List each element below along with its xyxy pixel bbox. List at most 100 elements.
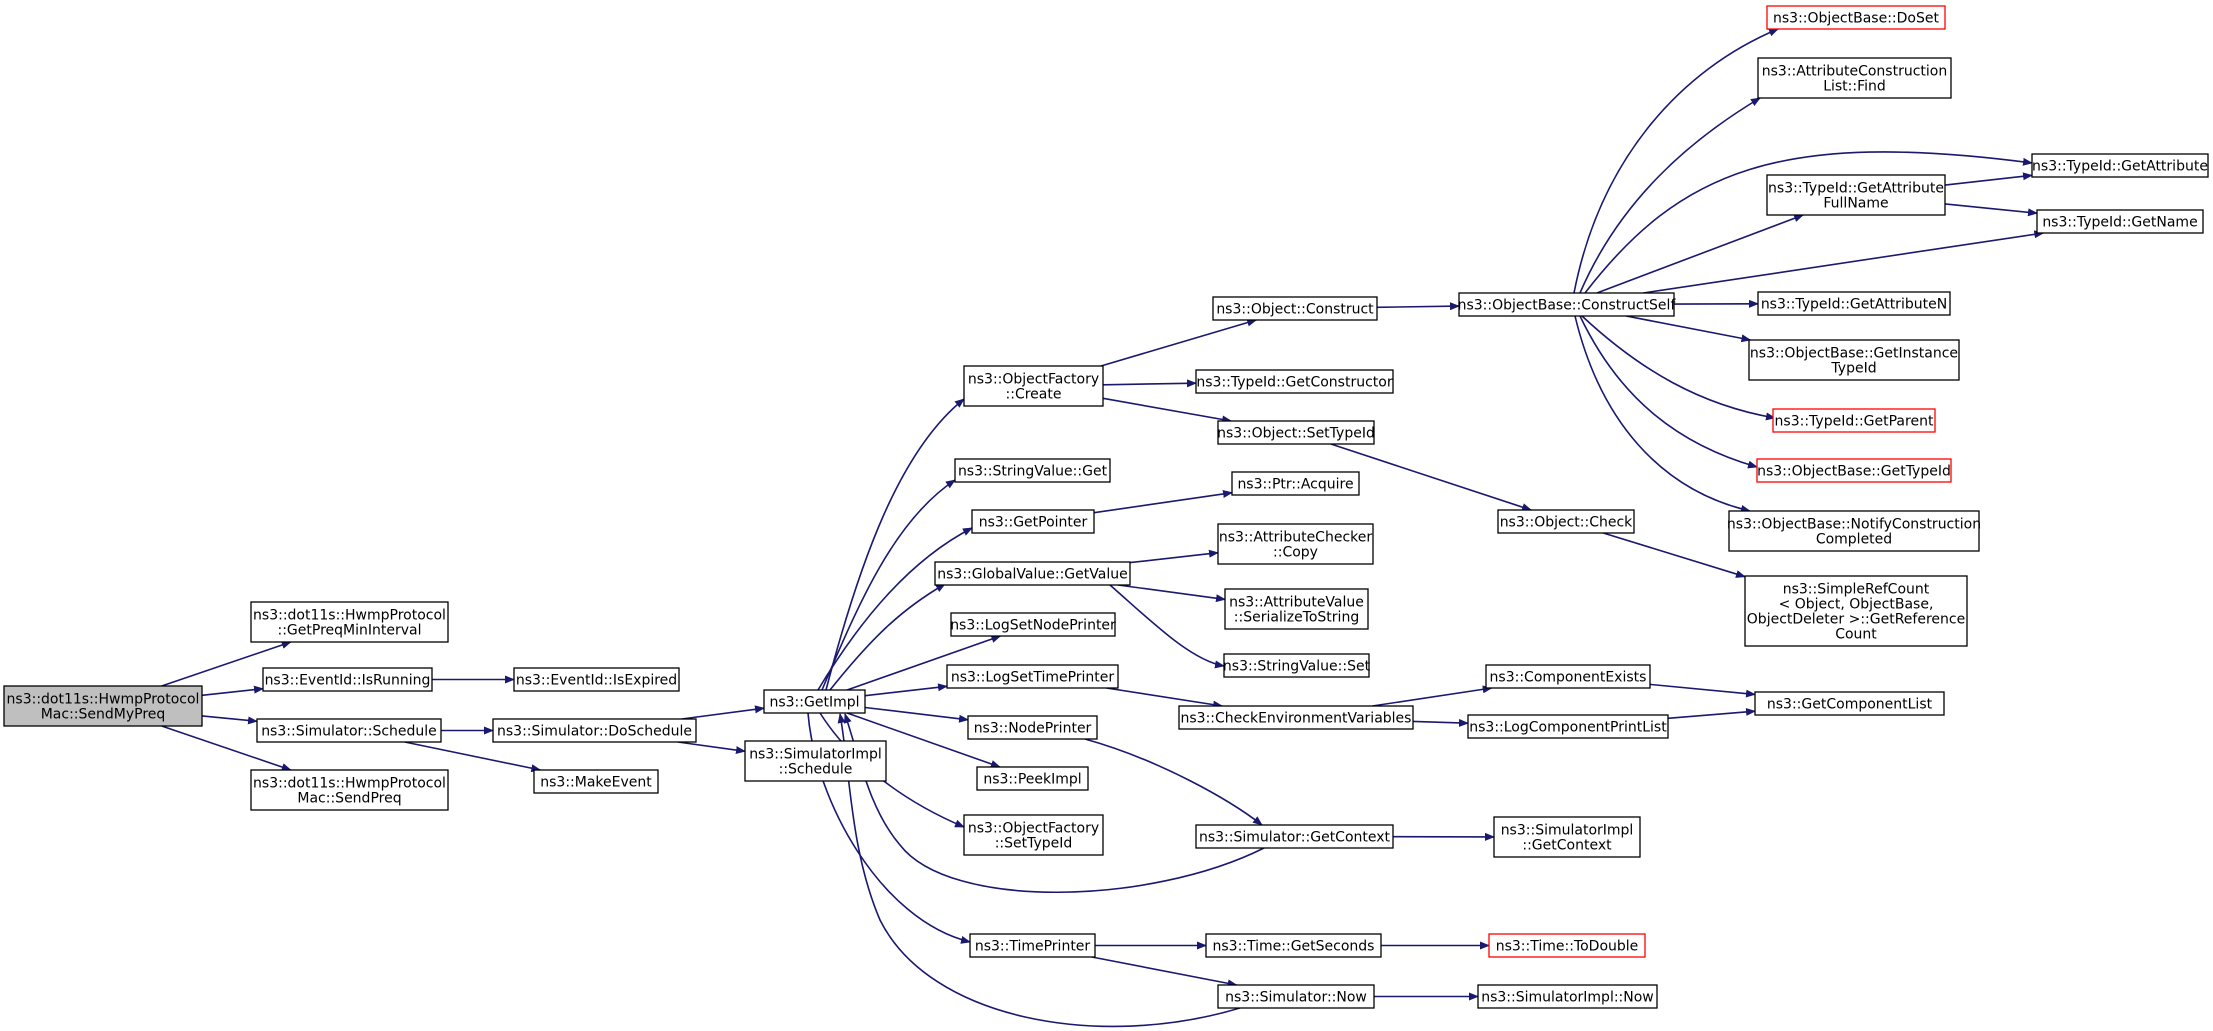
node-time-todouble[interactable]: ns3::Time::ToDouble — [1488, 933, 1646, 958]
node-label: ns3::AttributeConstruction — [1762, 64, 1947, 80]
node-attributevalue-serialize[interactable]: ns3::AttributeValue::SerializeToString — [1224, 588, 1369, 630]
node-label: ::GetContext — [1522, 838, 1612, 854]
node-simulator-now[interactable]: ns3::Simulator::Now — [1217, 984, 1375, 1009]
node-typeid-getname[interactable]: ns3::TypeId::GetName — [2036, 209, 2204, 234]
node-box — [1772, 408, 1936, 433]
node-typeid-getattributen[interactable]: ns3::TypeId::GetAttributeN — [1757, 291, 1951, 316]
node-object-settypeid[interactable]: ns3::Object::SetTypeId — [1217, 420, 1375, 445]
node-label: ns3::SimulatorImpl — [1501, 823, 1634, 839]
node-simplerefcount-getreferencecount[interactable]: ns3::SimpleRefCount< Object, ObjectBase,… — [1744, 575, 1968, 647]
node-time-getseconds[interactable]: ns3::Time::GetSeconds — [1205, 933, 1382, 958]
node-label: ns3::AttributeValue — [1229, 595, 1364, 611]
node-ptr-acquire[interactable]: ns3::Ptr::Acquire — [1231, 471, 1360, 496]
node-simulatorimpl-now[interactable]: ns3::SimulatorImpl::Now — [1477, 984, 1658, 1009]
node-label: ns3::ObjectBase::ConstructSelf — [1458, 298, 1677, 314]
node-logsettimeprinter[interactable]: ns3::LogSetTimePrinter — [946, 664, 1119, 689]
node-stringvalue-get[interactable]: ns3::StringValue::Get — [954, 458, 1111, 483]
edge-objectbase_constructself-to-objectbase_gettypeid — [1579, 315, 1758, 469]
node-box — [1493, 816, 1641, 858]
node-simulatorimpl-getcontext[interactable]: ns3::SimulatorImpl::GetContext — [1493, 816, 1641, 858]
node-label: ns3::TypeId::GetName — [2042, 215, 2197, 231]
node-objectbase-gettypeid[interactable]: ns3::ObjectBase::GetTypeId — [1756, 458, 1952, 483]
node-box — [250, 601, 449, 643]
node-label: ns3::Simulator::GetContext — [1199, 830, 1391, 846]
node-objectfactory-create[interactable]: ns3::ObjectFactory::Create — [963, 365, 1104, 407]
node-makeevent[interactable]: ns3::MakeEvent — [533, 769, 659, 794]
node-simulator-schedule[interactable]: ns3::Simulator::Schedule — [256, 718, 442, 743]
node-globalvalue-getvalue[interactable]: ns3::GlobalValue::GetValue — [934, 561, 1131, 586]
node-box — [1754, 691, 1945, 716]
edge-typeid_getattributefullname-to-typeid_getattribute — [1944, 172, 2033, 186]
node-typeid-getconstructor[interactable]: ns3::TypeId::GetConstructor — [1195, 369, 1394, 394]
node-timeprinter[interactable]: ns3::TimePrinter — [969, 933, 1096, 958]
node-logsetnodeprinter[interactable]: ns3::LogSetNodePrinter — [950, 612, 1116, 637]
node-label: ns3::GetImpl — [769, 695, 859, 711]
node-box — [1488, 933, 1646, 958]
node-getcomponentlist[interactable]: ns3::GetComponentList — [1754, 691, 1945, 716]
edge-timeprinter-to-simulator_now — [1091, 956, 1238, 988]
node-simulator-doschedule[interactable]: ns3::Simulator::DoSchedule — [492, 718, 697, 743]
node-nodeprinter[interactable]: ns3::NodePrinter — [967, 715, 1098, 740]
node-box — [1224, 588, 1369, 630]
edge-object_check-to-simplerefcount_getreferencecount — [1603, 532, 1746, 578]
edge-typeid_getattributefullname-to-typeid_getname — [1944, 203, 2038, 217]
node-objectfactory-settypeid[interactable]: ns3::ObjectFactory::SetTypeId — [963, 814, 1104, 856]
node-object-check[interactable]: ns3::Object::Check — [1497, 509, 1635, 534]
node-peekimpl[interactable]: ns3::PeekImpl — [976, 766, 1089, 791]
node-box — [262, 667, 433, 692]
node-logcomponentprintlist[interactable]: ns3::LogComponentPrintList — [1467, 714, 1669, 739]
node-objectbase-notifyconstructioncompleted[interactable]: ns3::ObjectBase::NotifyConstructionCompl… — [1727, 510, 1981, 552]
node-object-construct[interactable]: ns3::Object::Construct — [1212, 296, 1378, 321]
edge-sendmypreq-to-simulator_schedule — [201, 715, 258, 725]
node-checkenvvars[interactable]: ns3::CheckEnvironmentVariables — [1178, 705, 1414, 730]
node-box — [963, 814, 1104, 856]
node-stringvalue-set[interactable]: ns3::StringValue::Set — [1223, 653, 1371, 678]
node-objectbase-doset[interactable]: ns3::ObjectBase::DoSet — [1766, 5, 1946, 30]
edge-simulator_schedule-to-makeevent — [404, 741, 542, 773]
node-label: ns3::ObjectBase::GetInstance — [1750, 346, 1958, 362]
node-box — [3, 685, 203, 727]
node-getimpl[interactable]: ns3::GetImpl — [763, 689, 866, 714]
node-label: ns3::dot11s::HwmpProtocol — [253, 776, 446, 792]
node-simulatorimpl-schedule[interactable]: ns3::SimulatorImpl::Schedule — [744, 740, 887, 782]
edge-objectbase_constructself-to-objectbase_getinstancetypeid — [1625, 315, 1752, 343]
edge-object_construct-to-objectbase_constructself — [1376, 302, 1460, 311]
node-label: ns3::Time::ToDouble — [1496, 939, 1639, 955]
edge-globalvalue_getvalue-to-stringvalue_set — [1109, 584, 1225, 669]
edge-objectfactory_create-to-object_settypeid — [1102, 397, 1233, 424]
node-typeid-getattribute[interactable]: ns3::TypeId::GetAttribute — [2031, 153, 2209, 178]
node-simulator-getcontext[interactable]: ns3::Simulator::GetContext — [1195, 824, 1394, 849]
node-label: List::Find — [1823, 79, 1886, 95]
node-box — [1477, 984, 1658, 1009]
node-box — [1744, 575, 1968, 647]
node-box — [513, 667, 680, 692]
node-label: ns3::LogSetTimePrinter — [951, 670, 1115, 686]
edge-logcomponentprintlist-to-getcomponentlist — [1667, 707, 1756, 720]
edge-globalvalue_getvalue-to-attributevalue_serialize — [1117, 584, 1226, 603]
edge-objectfactory_create-to-typeid_getconstructor — [1102, 379, 1197, 388]
node-eventid-isrunning[interactable]: ns3::EventId::IsRunning — [262, 667, 433, 692]
node-getpointer[interactable]: ns3::GetPointer — [971, 509, 1095, 534]
node-label: ns3::StringValue::Set — [1223, 659, 1371, 675]
node-getpreqmininterval[interactable]: ns3::dot11s::HwmpProtocol::GetPreqMinInt… — [250, 601, 449, 643]
node-label: ::SetTypeId — [995, 836, 1073, 852]
node-componentexists[interactable]: ns3::ComponentExists — [1485, 664, 1651, 689]
node-objectbase-constructself[interactable]: ns3::ObjectBase::ConstructSelf — [1458, 292, 1677, 317]
node-typeid-getparent[interactable]: ns3::TypeId::GetParent — [1772, 408, 1936, 433]
node-label: ns3::TimePrinter — [975, 939, 1091, 955]
node-label: ns3::PeekImpl — [983, 772, 1081, 788]
node-box — [934, 561, 1131, 586]
edge-getimpl-to-globalvalue_getvalue — [829, 583, 946, 691]
node-label: ns3::CheckEnvironmentVariables — [1181, 711, 1412, 727]
node-attributechecker-copy[interactable]: ns3::AttributeChecker::Copy — [1217, 523, 1374, 565]
edge-logsettimeprinter-to-checkenvvars — [1106, 687, 1224, 709]
node-label: ns3::ObjectFactory — [968, 821, 1099, 837]
node-label: ObjectDeleter >::GetReference — [1747, 612, 1965, 628]
node-box — [971, 509, 1095, 534]
node-eventid-isexpired[interactable]: ns3::EventId::IsExpired — [513, 667, 680, 692]
